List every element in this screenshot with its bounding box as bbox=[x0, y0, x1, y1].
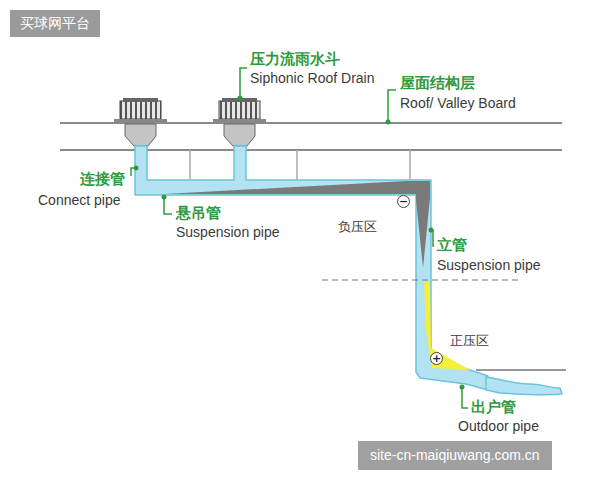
hanger-rods bbox=[190, 150, 410, 180]
leader-lines bbox=[131, 68, 468, 408]
water-outflow bbox=[486, 377, 562, 395]
part-name: 压力流雨水斗 bbox=[250, 50, 340, 68]
part-name: Suspension pipe bbox=[437, 257, 541, 274]
zone-divider bbox=[322, 279, 520, 280]
negative-pressure-zone bbox=[165, 181, 430, 268]
ground-line bbox=[476, 369, 566, 371]
roof-drain bbox=[114, 98, 167, 146]
zone-name: 负压区 bbox=[338, 219, 377, 235]
part-name: 立管 bbox=[437, 236, 467, 254]
part-name: 连接管 bbox=[80, 170, 125, 188]
zone-name: 正压区 bbox=[450, 333, 489, 349]
part-name: Siphonic Roof Drain bbox=[250, 70, 375, 87]
part-name: Outdoor pipe bbox=[458, 418, 539, 435]
pipe bbox=[135, 146, 488, 390]
pressure-symbol: + bbox=[430, 352, 443, 365]
part-name: 出户管 bbox=[471, 398, 516, 416]
roof-drain bbox=[213, 98, 266, 146]
part-name: Suspension pipe bbox=[176, 224, 280, 241]
part-name: 屋面结构层 bbox=[400, 74, 475, 92]
part-name: Connect pipe bbox=[38, 192, 121, 209]
part-name: Roof/ Valley Board bbox=[400, 95, 516, 112]
watermark: 买球网平台 bbox=[10, 10, 100, 37]
watermark: site-cn-maiqiuwang.com.cn bbox=[358, 441, 552, 470]
pressure-symbol: − bbox=[397, 195, 410, 208]
positive-pressure-zone bbox=[424, 282, 470, 370]
leader-dots bbox=[134, 96, 465, 390]
part-name: 悬吊管 bbox=[176, 204, 221, 222]
